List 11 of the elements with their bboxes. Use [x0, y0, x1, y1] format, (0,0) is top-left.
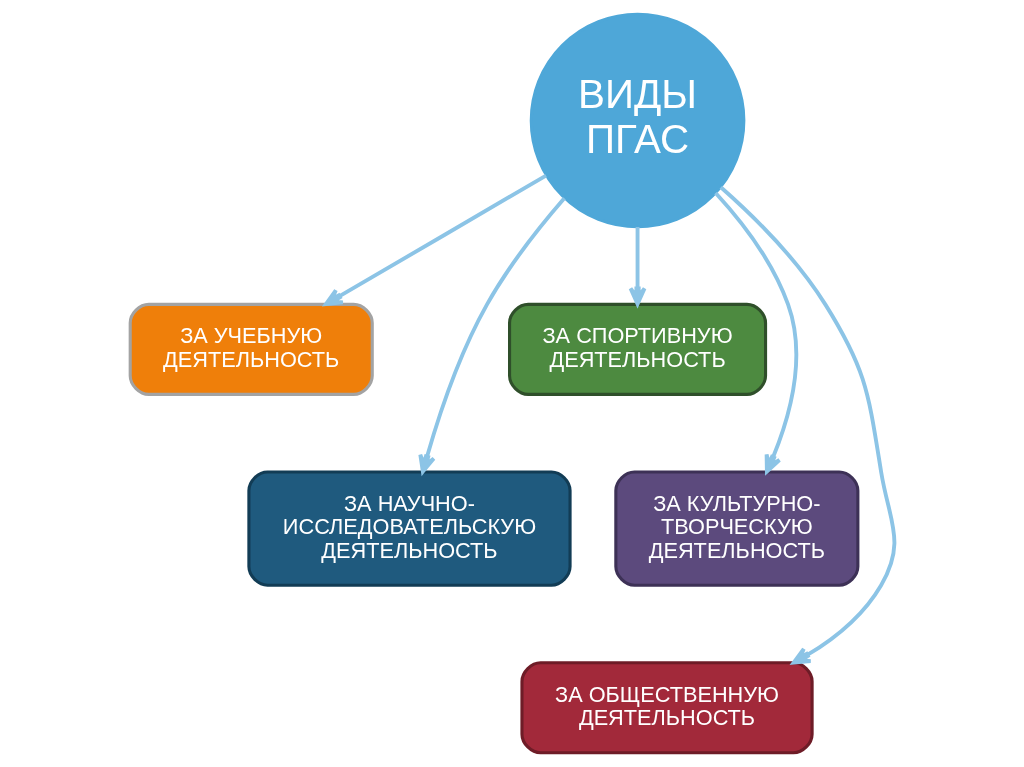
node-box: ЗА УЧЕБНУЮ ДЕЯТЕЛЬНОСТЬ — [128, 302, 374, 396]
arrow — [628, 227, 646, 306]
node-box: ЗА ОБЩЕСТВЕННУЮ ДЕЯТЕЛЬНОСТЬ — [519, 661, 814, 755]
node-box: ЗА СПОРТИВНУЮ ДЕЯТЕЛЬНОСТЬ — [507, 302, 767, 396]
arrow — [713, 191, 798, 474]
arrow — [417, 197, 566, 474]
node-box: ЗА НАУЧНО-ИССЛЕДОВАТЕЛЬСКУЮ ДЕЯТЕЛЬНОСТЬ — [246, 470, 572, 587]
node-box: ЗА КУЛЬТУРНО-ТВОРЧЕСКУЮ ДЕЯТЕЛЬНОСТЬ — [613, 470, 859, 587]
arrow — [323, 173, 547, 307]
node-circle: ВИДЫ ПГАС — [529, 12, 745, 229]
arrow — [719, 185, 896, 665]
